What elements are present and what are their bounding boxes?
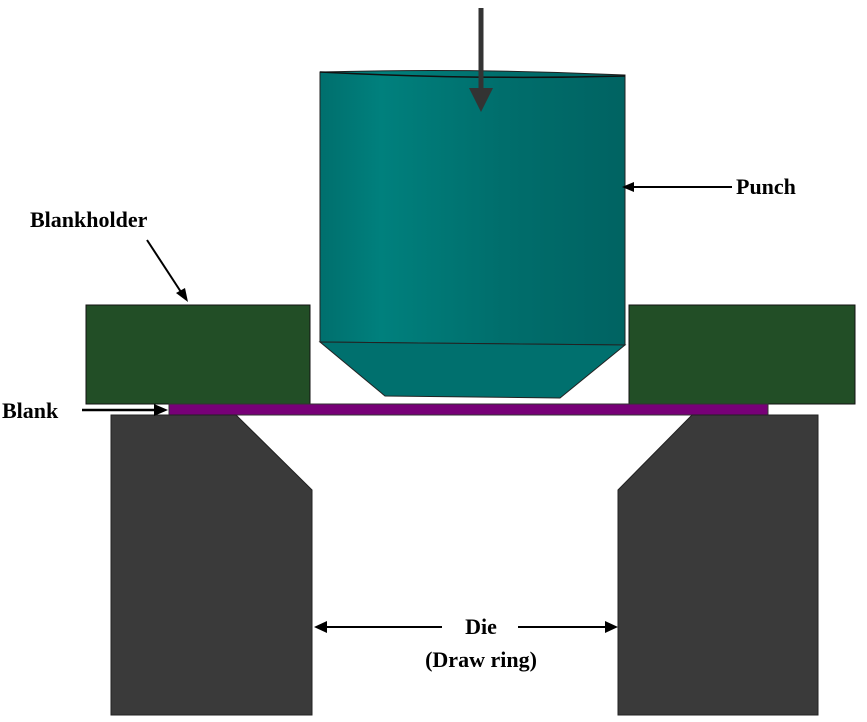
blankholder-right bbox=[628, 304, 856, 405]
force-arrow bbox=[469, 8, 493, 112]
blank-callout: Blank bbox=[2, 398, 168, 423]
blankholder-callout: Blankholder bbox=[30, 207, 188, 302]
punch bbox=[318, 70, 627, 399]
die-right bbox=[617, 414, 819, 716]
die-label: Die bbox=[465, 614, 497, 639]
die-left bbox=[110, 414, 313, 716]
punch-label: Punch bbox=[736, 174, 796, 199]
blankholder-label: Blankholder bbox=[30, 207, 148, 232]
die-callout: Die (Draw ring) bbox=[314, 614, 618, 672]
punch-callout: Punch bbox=[622, 174, 796, 199]
blank-label: Blank bbox=[2, 398, 59, 423]
die-sub-label: (Draw ring) bbox=[425, 647, 537, 672]
blank-sheet bbox=[168, 403, 769, 416]
blankholder-left bbox=[85, 304, 311, 405]
